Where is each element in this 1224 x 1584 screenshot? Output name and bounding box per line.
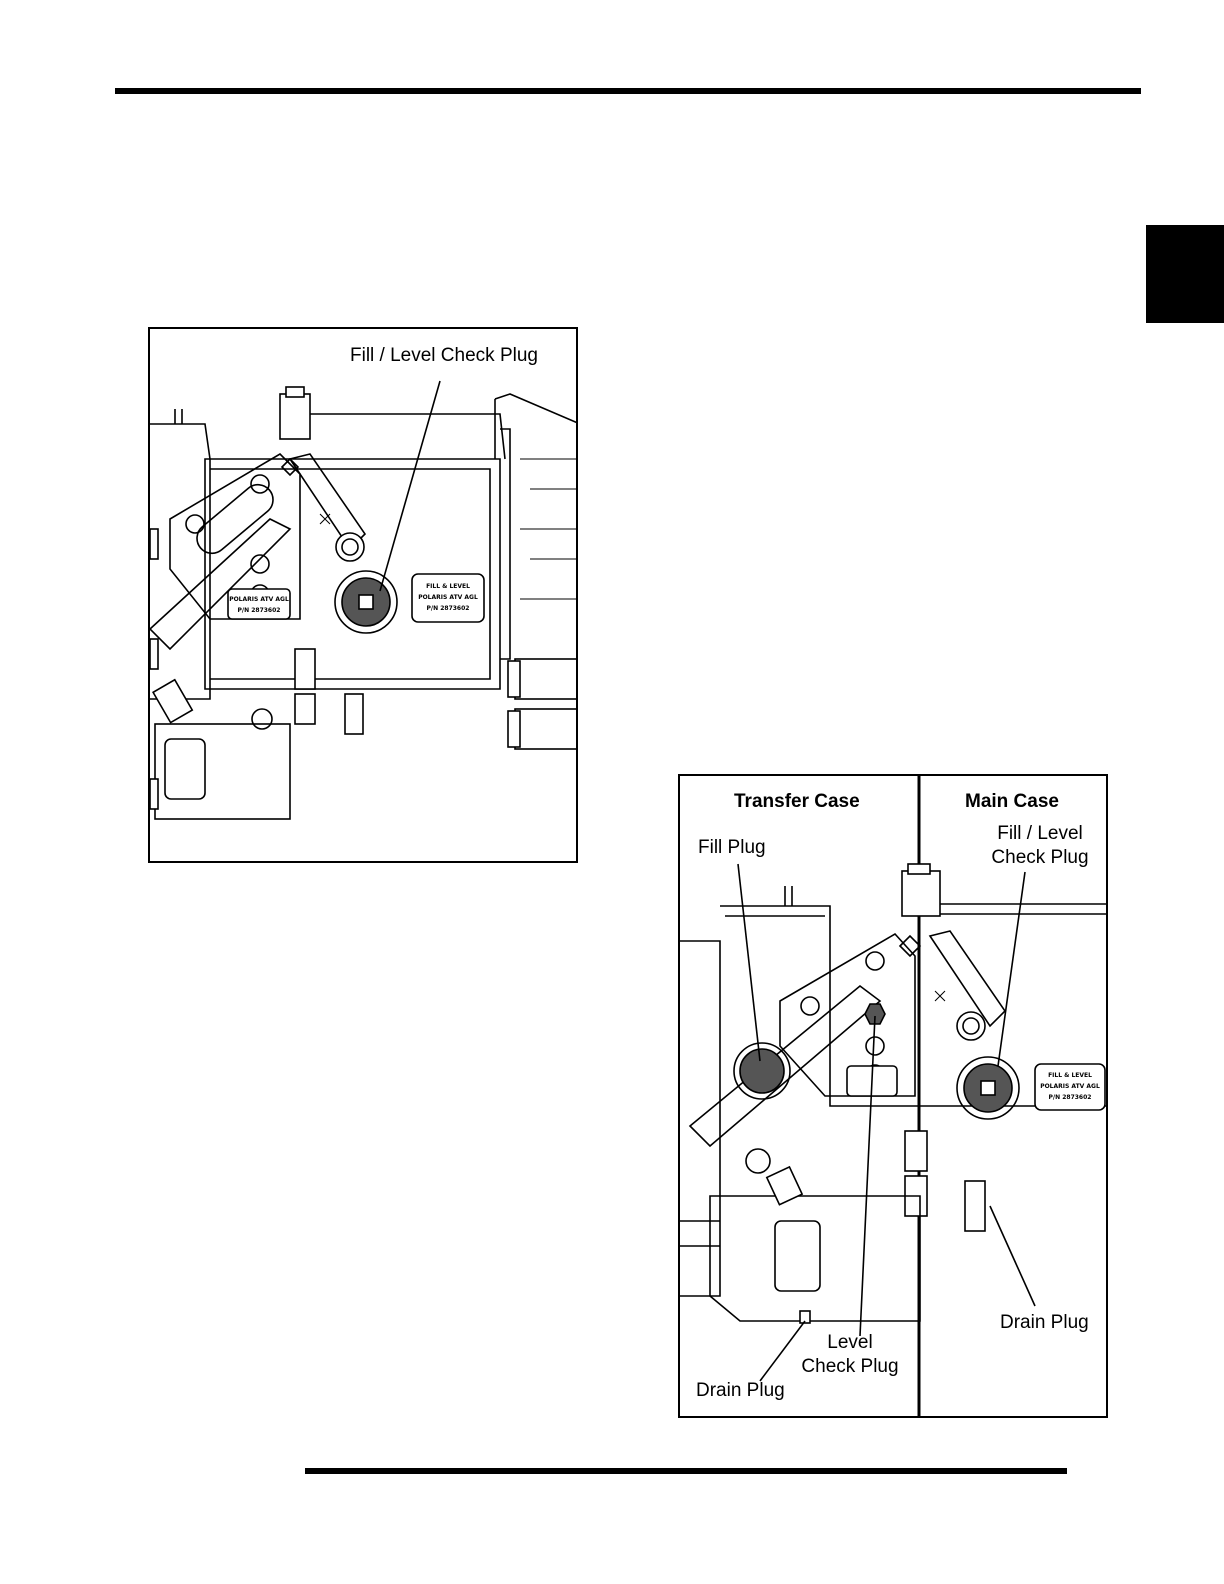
header-main-case: Main Case [965, 790, 1059, 814]
decal-line-2: POLARIS ATV AGL [418, 594, 478, 601]
decal2-line-2: POLARIS ATV AGL [1040, 1083, 1100, 1090]
callout-fill-level-check-plug: Fill / Level Check Plug [980, 822, 1100, 870]
decal-line-1: FILL & LEVEL [426, 583, 470, 590]
section-tab [1146, 225, 1224, 323]
figure-main-case-fill-plug: FILL & LEVEL POLARIS ATV AGL P/N 2873602… [148, 327, 578, 863]
figure-transfer-and-main-case-plugs: FILL & LEVEL POLARIS ATV AGL P/N 2873602 [678, 774, 1108, 1418]
decal2-line-3: P/N 2873602 [1049, 1094, 1092, 1101]
decal-line-3: P/N 2873602 [427, 605, 470, 612]
callout-level-check-plug: Level Check Plug [790, 1331, 910, 1379]
header-transfer-case: Transfer Case [734, 790, 860, 814]
callout-level-check-line-2: Check Plug [790, 1355, 910, 1379]
transmission-illustration-1: FILL & LEVEL POLARIS ATV AGL P/N 2873602… [150, 329, 578, 863]
callout-drain-plug-transfer: Drain Plug [696, 1379, 785, 1403]
callout-level-check-line-1: Level [790, 1331, 910, 1355]
callout-fill-level-line-2: Check Plug [980, 846, 1100, 870]
callout-fill-level-check-plug: Fill / Level Check Plug [350, 344, 538, 368]
callout-drain-plug-main: Drain Plug [1000, 1311, 1089, 1335]
decal-small-line-2: P/N 2873602 [238, 607, 281, 614]
footer-rule [305, 1468, 1067, 1474]
header-rule [115, 88, 1141, 94]
decal-small-line-1: POLARIS ATV AGL [229, 596, 289, 603]
decal2-line-1: FILL & LEVEL [1048, 1072, 1092, 1079]
callout-fill-plug: Fill Plug [698, 836, 766, 860]
callout-fill-level-line-1: Fill / Level [980, 822, 1100, 846]
